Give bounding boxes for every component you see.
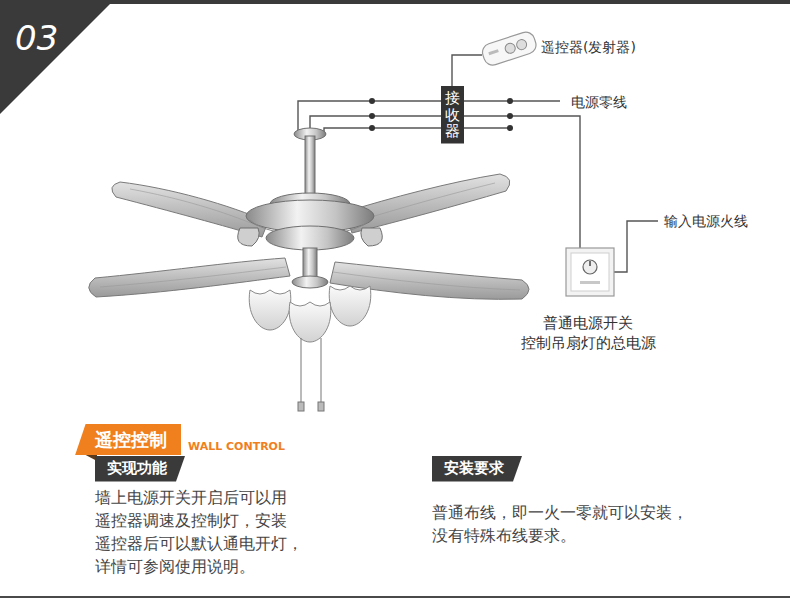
section-number-text: 03 <box>15 16 114 60</box>
section-number: 03 <box>0 0 114 114</box>
section-number-fill <box>0 0 114 114</box>
wire-label: 电源零线 <box>571 93 627 111</box>
top-bar <box>0 0 790 4</box>
subheading-tag-text: 安装要求 <box>444 459 504 479</box>
section-tag-fill <box>75 424 181 455</box>
fan-blades <box>89 174 529 299</box>
fan-motor <box>238 128 383 288</box>
bottom-rule <box>0 596 790 598</box>
wire-label: 输入电源火线 <box>664 212 748 230</box>
subheading-tag: 安装要求 <box>432 456 522 482</box>
body-text: 普通布线，即一火一零就可以安装， 没有特殊布线要求。 <box>432 501 712 547</box>
subheading-tag-fill <box>432 456 522 482</box>
section-tag: 遥控控制 <box>75 424 181 455</box>
receiver-box: 接收器 <box>441 86 464 144</box>
device-label: 遥控器(发射器) <box>541 38 636 56</box>
switch-icon <box>566 248 614 296</box>
pull-chains <box>298 338 324 411</box>
tag-subtitle: WALL CONTROL <box>188 440 285 454</box>
blade-grain <box>100 183 520 290</box>
subheading-tag-text: 实现功能 <box>107 459 167 479</box>
remote-icon <box>480 30 538 68</box>
body-text: 墙上电源开关开启后可以用 遥控器调速及控制灯，安装 遥控器后可以默认通电开灯， … <box>95 486 327 578</box>
receiver-box-text: 接收器 <box>445 90 460 140</box>
lamp-shades <box>249 286 371 342</box>
subheading-tag: 实现功能 <box>95 456 185 482</box>
receiver-box-fill <box>441 86 464 144</box>
subheading-tag-fill <box>95 456 185 482</box>
section-tag-text: 遥控控制 <box>95 428 167 451</box>
switch-caption: 普通电源开关 控制吊扇灯的总电源 <box>505 313 671 353</box>
